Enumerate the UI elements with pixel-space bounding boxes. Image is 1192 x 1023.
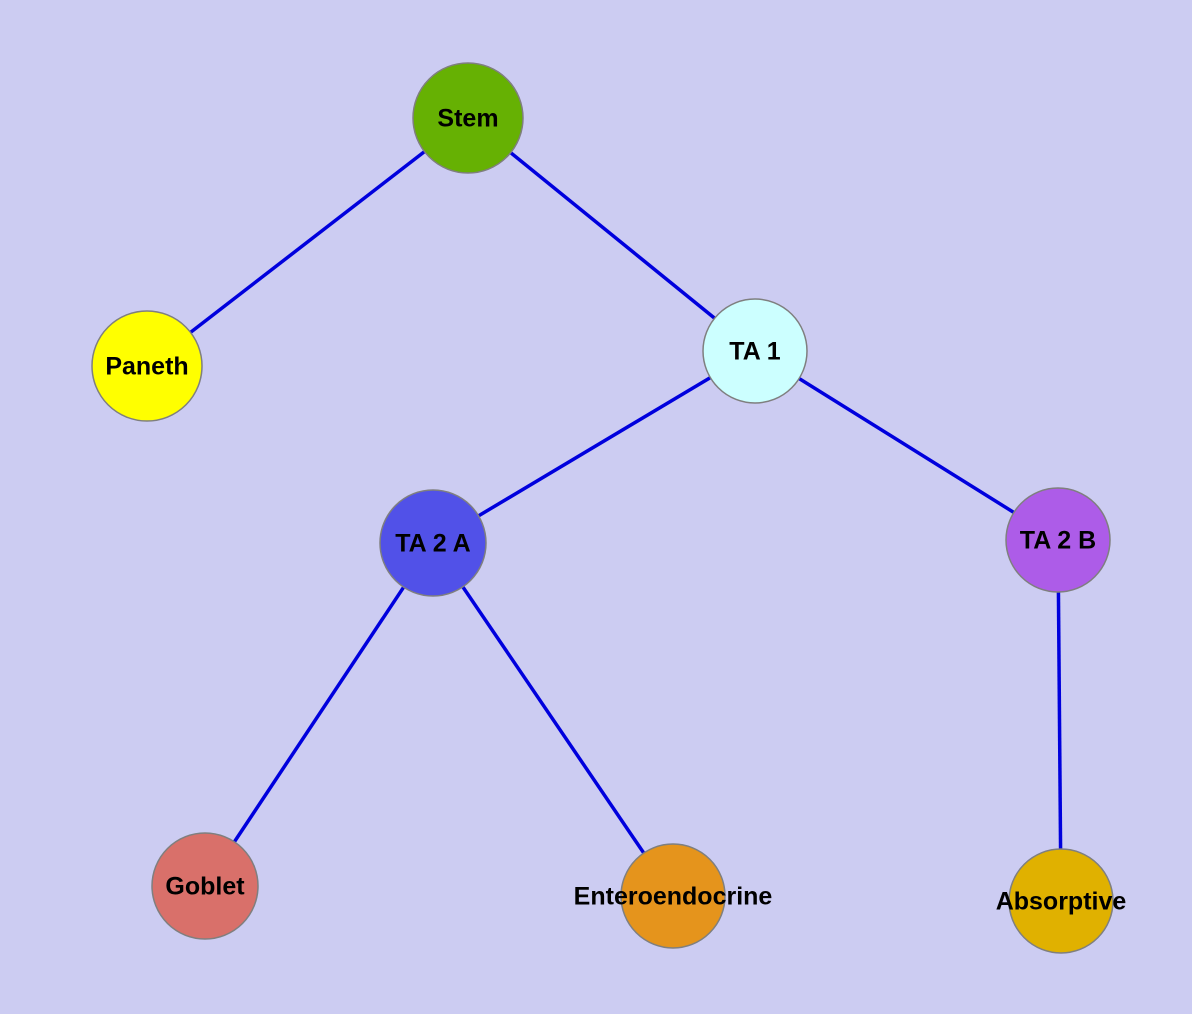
node-circle-ta2a — [379, 489, 487, 597]
node-ta1: TA 1 — [702, 298, 808, 404]
bottom-strip — [0, 1014, 1192, 1023]
edge-layer — [145, 116, 1063, 902]
edge-ta2a-enteroendocrine — [431, 542, 675, 897]
node-circle-stem — [412, 62, 524, 174]
node-circle-goblet — [151, 832, 259, 940]
edge-ta1-ta2b — [754, 349, 1059, 542]
node-paneth: Paneth — [91, 310, 203, 422]
edge-ta2a-goblet — [203, 542, 435, 887]
node-circle-paneth — [91, 310, 203, 422]
node-circle-enteroendocrine — [620, 843, 726, 949]
node-ta2b: TA 2 B — [1005, 487, 1111, 593]
node-circle-ta2b — [1005, 487, 1111, 593]
node-stem: Stem — [412, 62, 524, 174]
node-ta2a: TA 2 A — [379, 489, 487, 597]
node-circle-absorptive — [1008, 848, 1114, 954]
edge-ta1-ta2a — [432, 349, 756, 545]
edge-stem-ta1 — [466, 116, 757, 353]
edge-stem-paneth — [145, 116, 470, 368]
edge-ta2b-absorptive — [1056, 539, 1063, 902]
node-circle-ta1 — [702, 298, 808, 404]
node-goblet: Goblet — [151, 832, 259, 940]
